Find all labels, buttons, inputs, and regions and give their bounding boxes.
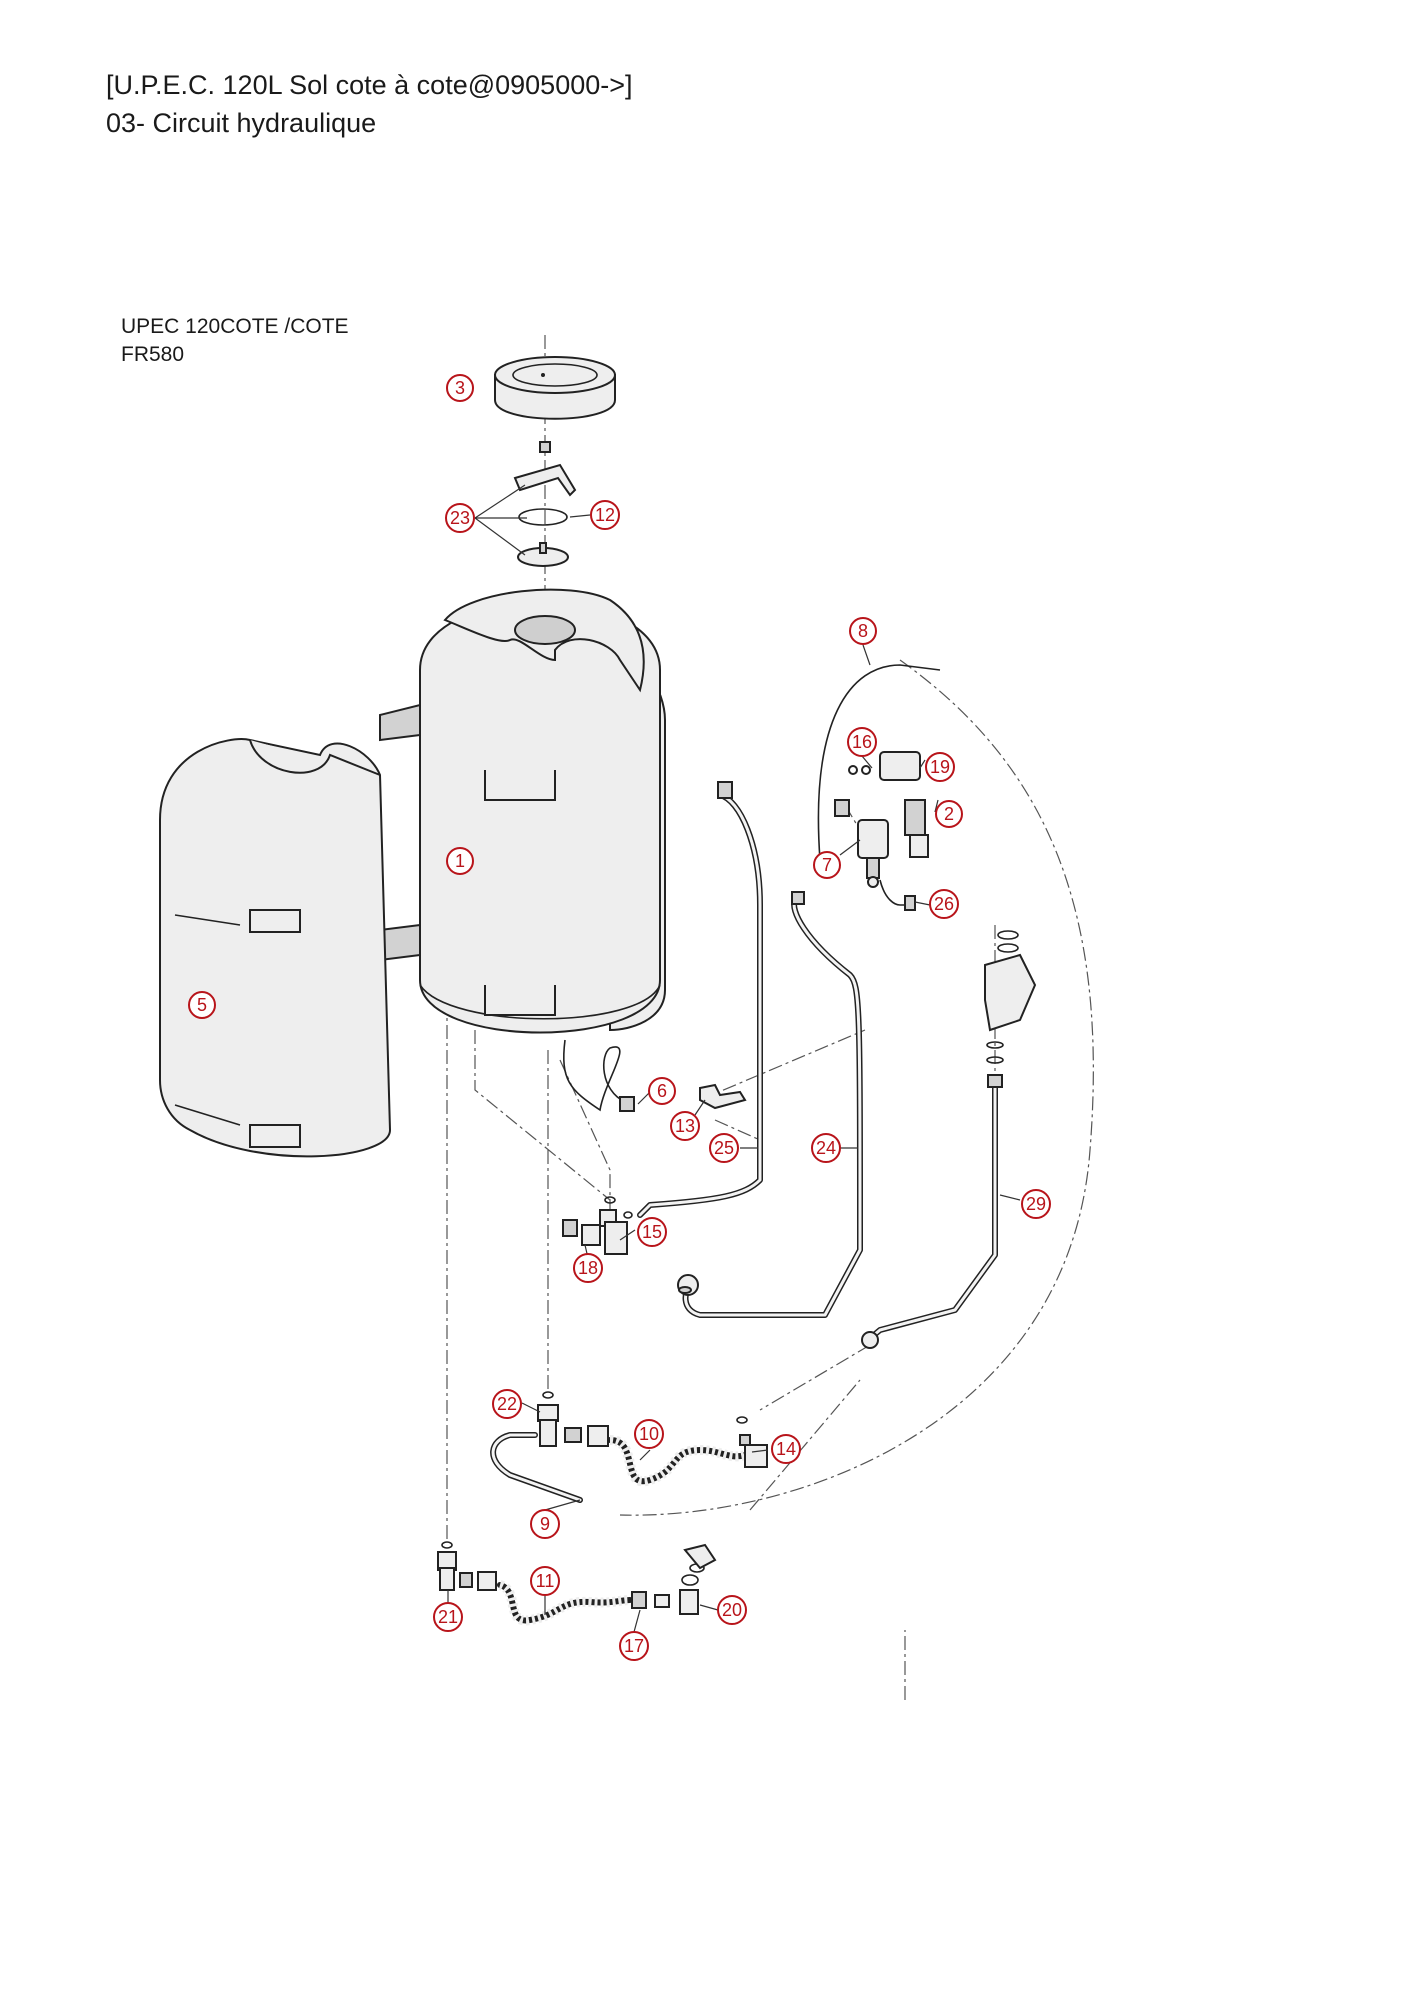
svg-text:6: 6 — [657, 1081, 667, 1101]
svg-text:19: 19 — [930, 757, 950, 777]
page-header: [U.P.E.C. 120L Sol cote à cote@0905000->… — [106, 66, 633, 142]
callout-29: 29 — [1021, 1189, 1051, 1219]
pipe-24 — [677, 891, 863, 1318]
part-flex-hose-10 — [537, 1391, 768, 1487]
leader-lines — [447, 484, 1021, 1633]
pipe-9 — [490, 1432, 583, 1503]
pipe-8 — [817, 664, 941, 861]
svg-text:8: 8 — [858, 621, 868, 641]
model-code: FR580 — [121, 343, 185, 366]
part-cap — [494, 356, 616, 453]
svg-text:5: 5 — [197, 995, 207, 1015]
svg-text:1: 1 — [455, 851, 465, 871]
svg-text:29: 29 — [1026, 1194, 1046, 1214]
svg-text:16: 16 — [852, 732, 872, 752]
svg-text:17: 17 — [624, 1636, 644, 1656]
svg-text:12: 12 — [595, 505, 615, 525]
svg-text:18: 18 — [578, 1258, 598, 1278]
svg-text:25: 25 — [714, 1138, 734, 1158]
callout-3: 3 — [446, 374, 474, 402]
callout-24: 24 — [811, 1133, 841, 1163]
svg-text:21: 21 — [438, 1607, 458, 1627]
callout-25: 25 — [709, 1133, 739, 1163]
callout-23: 23 — [445, 503, 475, 533]
callout-18: 18 — [573, 1253, 603, 1283]
svg-text:23: 23 — [450, 508, 470, 528]
svg-text:24: 24 — [816, 1138, 836, 1158]
callout-26: 26 — [929, 889, 959, 919]
callout-11: 11 — [530, 1566, 560, 1596]
pipe-25 — [637, 781, 763, 1218]
part-tee-fitting — [562, 1196, 692, 1294]
part-flex-hose-11 — [437, 1541, 717, 1626]
part-sensor — [563, 1039, 635, 1112]
svg-text:9: 9 — [540, 1514, 550, 1534]
callout-14: 14 — [771, 1434, 801, 1464]
part-flange-set — [513, 463, 577, 567]
callouts: 3 23 12 8 16 19 2 7 26 1 5 6 13 25 24 29… — [188, 374, 1051, 1661]
callout-8: 8 — [849, 617, 877, 645]
callout-19: 19 — [925, 752, 955, 782]
pipe-29 — [861, 930, 1037, 1349]
callout-16: 16 — [847, 727, 877, 757]
part-jacket — [159, 738, 392, 1158]
model-reference: UPEC 120COTE /COTE FR580 — [121, 313, 349, 369]
callout-2: 2 — [935, 800, 963, 828]
svg-text:2: 2 — [944, 804, 954, 824]
callout-15: 15 — [637, 1217, 667, 1247]
callout-13: 13 — [670, 1111, 700, 1141]
svg-text:13: 13 — [675, 1116, 695, 1136]
part-tank — [379, 588, 666, 1034]
document-title: [U.P.E.C. 120L Sol cote à cote@0905000->… — [106, 70, 633, 100]
svg-text:20: 20 — [722, 1600, 742, 1620]
section-title: 03- Circuit hydraulique — [106, 108, 377, 138]
callout-20: 20 — [717, 1595, 747, 1625]
svg-text:7: 7 — [822, 855, 832, 875]
svg-text:22: 22 — [497, 1394, 517, 1414]
callout-22: 22 — [492, 1389, 522, 1419]
part-valve-assembly — [834, 751, 929, 911]
callout-21: 21 — [433, 1602, 463, 1632]
callout-10: 10 — [634, 1419, 664, 1449]
callout-9: 9 — [530, 1509, 560, 1539]
callout-5: 5 — [188, 991, 216, 1019]
callout-17: 17 — [619, 1631, 649, 1661]
svg-text:10: 10 — [639, 1424, 659, 1444]
svg-text:11: 11 — [536, 1571, 555, 1591]
svg-text:15: 15 — [642, 1222, 662, 1242]
part-bracket — [699, 1083, 747, 1110]
svg-text:3: 3 — [455, 378, 465, 398]
callout-1: 1 — [446, 847, 474, 875]
svg-text:26: 26 — [934, 894, 954, 914]
svg-text:14: 14 — [776, 1439, 796, 1459]
callout-12: 12 — [590, 500, 620, 530]
callout-6: 6 — [648, 1077, 676, 1105]
callout-7: 7 — [813, 851, 841, 879]
model-name: UPEC 120COTE /COTE — [121, 315, 349, 338]
